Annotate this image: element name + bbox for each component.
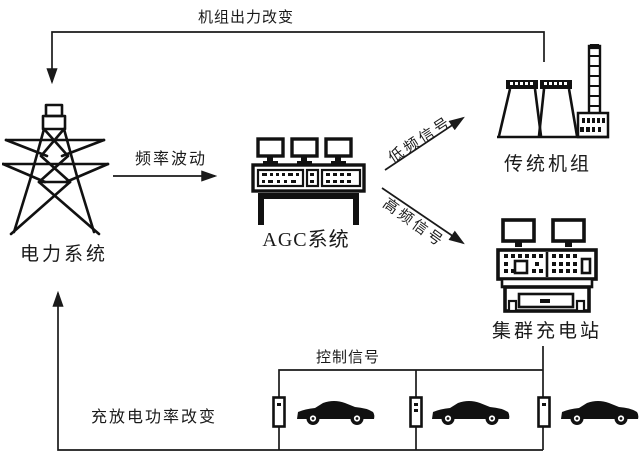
car-icon: [296, 398, 376, 431]
charging-station-icon: [495, 217, 599, 314]
edge-label-frequency-fluctuation: 频率波动: [134, 151, 208, 168]
edge-label-unit-output-change: 机组出力改变: [197, 10, 295, 26]
car-icon: [560, 398, 640, 431]
edge-label-control-signal: 控制信号: [315, 350, 381, 366]
arrow-low-frequency-signal: [384, 116, 465, 171]
transmission-tower-icon: [1, 88, 114, 236]
charging-pile-icon: [409, 396, 423, 433]
node-label-power-system: 电力系统: [19, 244, 109, 265]
arrow-unit-output-change: [46, 31, 545, 85]
line-control-bus: [278, 369, 543, 397]
charging-pile-icon: [272, 396, 286, 433]
arrow-charge-discharge-return: [52, 290, 543, 451]
car-icon: [431, 398, 511, 431]
arrow-high-frequency-signal: [381, 187, 465, 245]
edge-label-charge-discharge-power-change: 充放电功率改变: [90, 409, 218, 426]
charging-pile-icon: [537, 396, 551, 433]
node-label-agc-system: AGC系统: [262, 229, 350, 251]
node-label-traditional-units: 传统机组: [503, 154, 593, 175]
control-console-icon: [251, 137, 367, 227]
node-label-cluster-charging-station: 集群充电站: [491, 321, 603, 342]
power-plant-icon: [494, 42, 614, 142]
